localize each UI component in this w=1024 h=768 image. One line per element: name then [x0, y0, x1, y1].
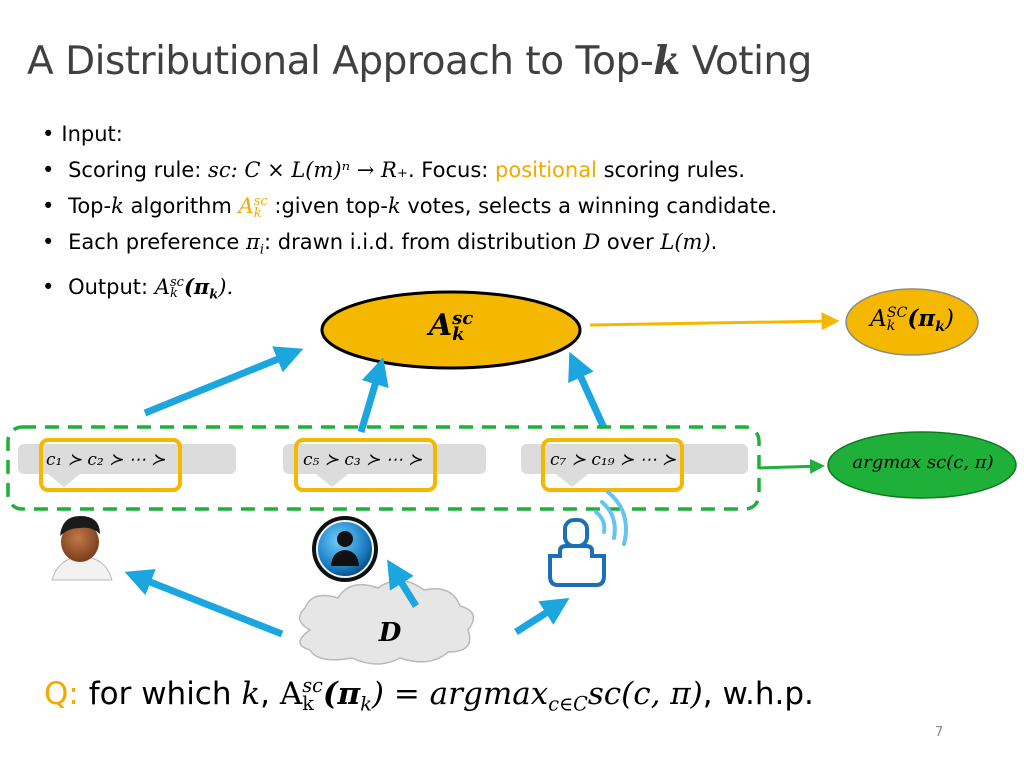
output-label: Output: [68, 274, 155, 299]
output-node [845, 288, 979, 356]
question-q: Q: [44, 676, 79, 712]
argmax-node-label: argmax sc(c, π) [852, 452, 994, 473]
q-alg-arg-sub: k [360, 692, 372, 716]
topk-box-3 [541, 438, 684, 492]
question-text: for which [78, 676, 242, 712]
ballots-to-argmax-arrow [759, 458, 825, 474]
pref-lm: L(m) [660, 230, 711, 254]
title-k-variable: k [653, 38, 680, 84]
bullet-preference: Each preference πi: drawn i.i.d. from di… [42, 224, 777, 269]
output-node-sup: SC [886, 305, 908, 322]
scoring-mid: . Focus: [407, 158, 496, 182]
out-close: ) [218, 274, 227, 299]
ballots-dashed-box [6, 425, 761, 511]
pi-sub: i [259, 242, 265, 258]
ballot3-to-algorithm-arrow [568, 351, 608, 430]
out-alg-sub: k [169, 286, 178, 302]
pref-pi: πi [246, 230, 264, 258]
q-alg-sup: sc [302, 674, 323, 698]
q-alg-sub: k [302, 691, 314, 715]
out-suffix: . [226, 274, 234, 299]
pref-suffix: . [710, 230, 718, 254]
input-label: Input: [61, 122, 123, 146]
question-suffix: , w.h.p. [702, 676, 814, 712]
person-avatar-icon [51, 516, 113, 581]
scoring-prefix: Scoring rule: [68, 158, 209, 182]
output-node-base: A [870, 306, 887, 332]
wireless-user-icon [548, 490, 628, 587]
cloud-to-person1-arrow [124, 569, 284, 638]
bullet-list: Input: Scoring rule: sc: C × L(m)ⁿ → R₊.… [42, 116, 777, 313]
q-alg-base: A [279, 676, 303, 712]
q-alg-close: ) [371, 676, 384, 712]
question-rhs: sc(c, π) [587, 676, 703, 712]
pref-mid2: over [600, 230, 661, 254]
pi-symbol: π [246, 230, 260, 254]
pref-prefix: Each preference [68, 230, 247, 254]
ranking-callout-3 [521, 444, 748, 487]
alg-base: A [238, 194, 254, 218]
title-suffix: Voting [679, 39, 813, 84]
ranking-2: c₅ ≻ c₃ ≻ ⋯ ≻ [303, 450, 423, 470]
bullet-scoring-rule: Scoring rule: sc: C × L(m)ⁿ → R₊. Focus:… [42, 152, 777, 188]
out-alg-sup: sc [169, 274, 184, 290]
alg-sup: sc [253, 194, 268, 210]
positional-highlight: positional [495, 158, 597, 182]
algorithm-to-output-arrow [589, 312, 840, 331]
title-text: A Distributional Approach to Top- [27, 39, 654, 84]
bullet-input: Input: [42, 116, 777, 152]
cloud-to-person2-arrow [387, 559, 419, 608]
scoring-math: sc: C × L(m)ⁿ → R₊ [208, 158, 408, 182]
alg-sub: k [253, 205, 262, 221]
topk-box-1 [39, 438, 182, 492]
question-eq: = argmax [384, 676, 549, 712]
ranking-3: c₇ ≻ c₁₉ ≻ ⋯ ≻ [550, 450, 677, 470]
question-k: k [241, 676, 261, 712]
scoring-suffix: scoring rules. [596, 158, 746, 182]
ballot2-to-algorithm-arrow [357, 357, 389, 433]
algorithm-node-base: A [428, 308, 453, 343]
pref-d: D [583, 230, 601, 254]
out-alg-base: A [154, 274, 170, 299]
argmax-node [827, 431, 1017, 499]
output-node-arg: (π [907, 305, 936, 332]
out-arg-sub: k [209, 287, 219, 303]
ranking-1: c₁ ≻ c₂ ≻ ⋯ ≻ [46, 450, 166, 470]
person-circle-icon [312, 516, 378, 582]
topk-k: k [111, 194, 124, 218]
output-node-sub: k [886, 318, 896, 335]
distribution-label: D [378, 618, 402, 648]
output-node-close: ) [944, 306, 954, 332]
slide-title: A Distributional Approach to Top-k Votin… [27, 38, 812, 84]
topk-mid2: :given top- [267, 194, 388, 218]
topk-prefix: Top- [68, 194, 112, 218]
question-eq-sub: c∈C [548, 692, 588, 716]
algorithm-node-sup: sc [452, 308, 474, 330]
cloud-icon [298, 579, 475, 665]
topk-suffix: votes, selects a winning candidate. [400, 194, 778, 218]
algorithm-node [320, 290, 582, 370]
topk-box-2 [294, 438, 437, 492]
pref-mid: : drawn i.i.d. from distribution [264, 230, 584, 254]
ballot1-to-algorithm-arrow [143, 346, 304, 417]
question-comma: , [260, 676, 280, 712]
algorithm-node-sub: k [452, 324, 465, 346]
q-alg-arg: (π [322, 676, 361, 712]
topk-k-2: k [387, 194, 401, 218]
output-node-arg-sub: k [935, 318, 945, 335]
cloud-to-person3-arrow [514, 597, 570, 635]
page-number: 7 [935, 725, 944, 740]
out-arg: (π [183, 273, 210, 299]
topk-mid1: algorithm [123, 194, 239, 218]
